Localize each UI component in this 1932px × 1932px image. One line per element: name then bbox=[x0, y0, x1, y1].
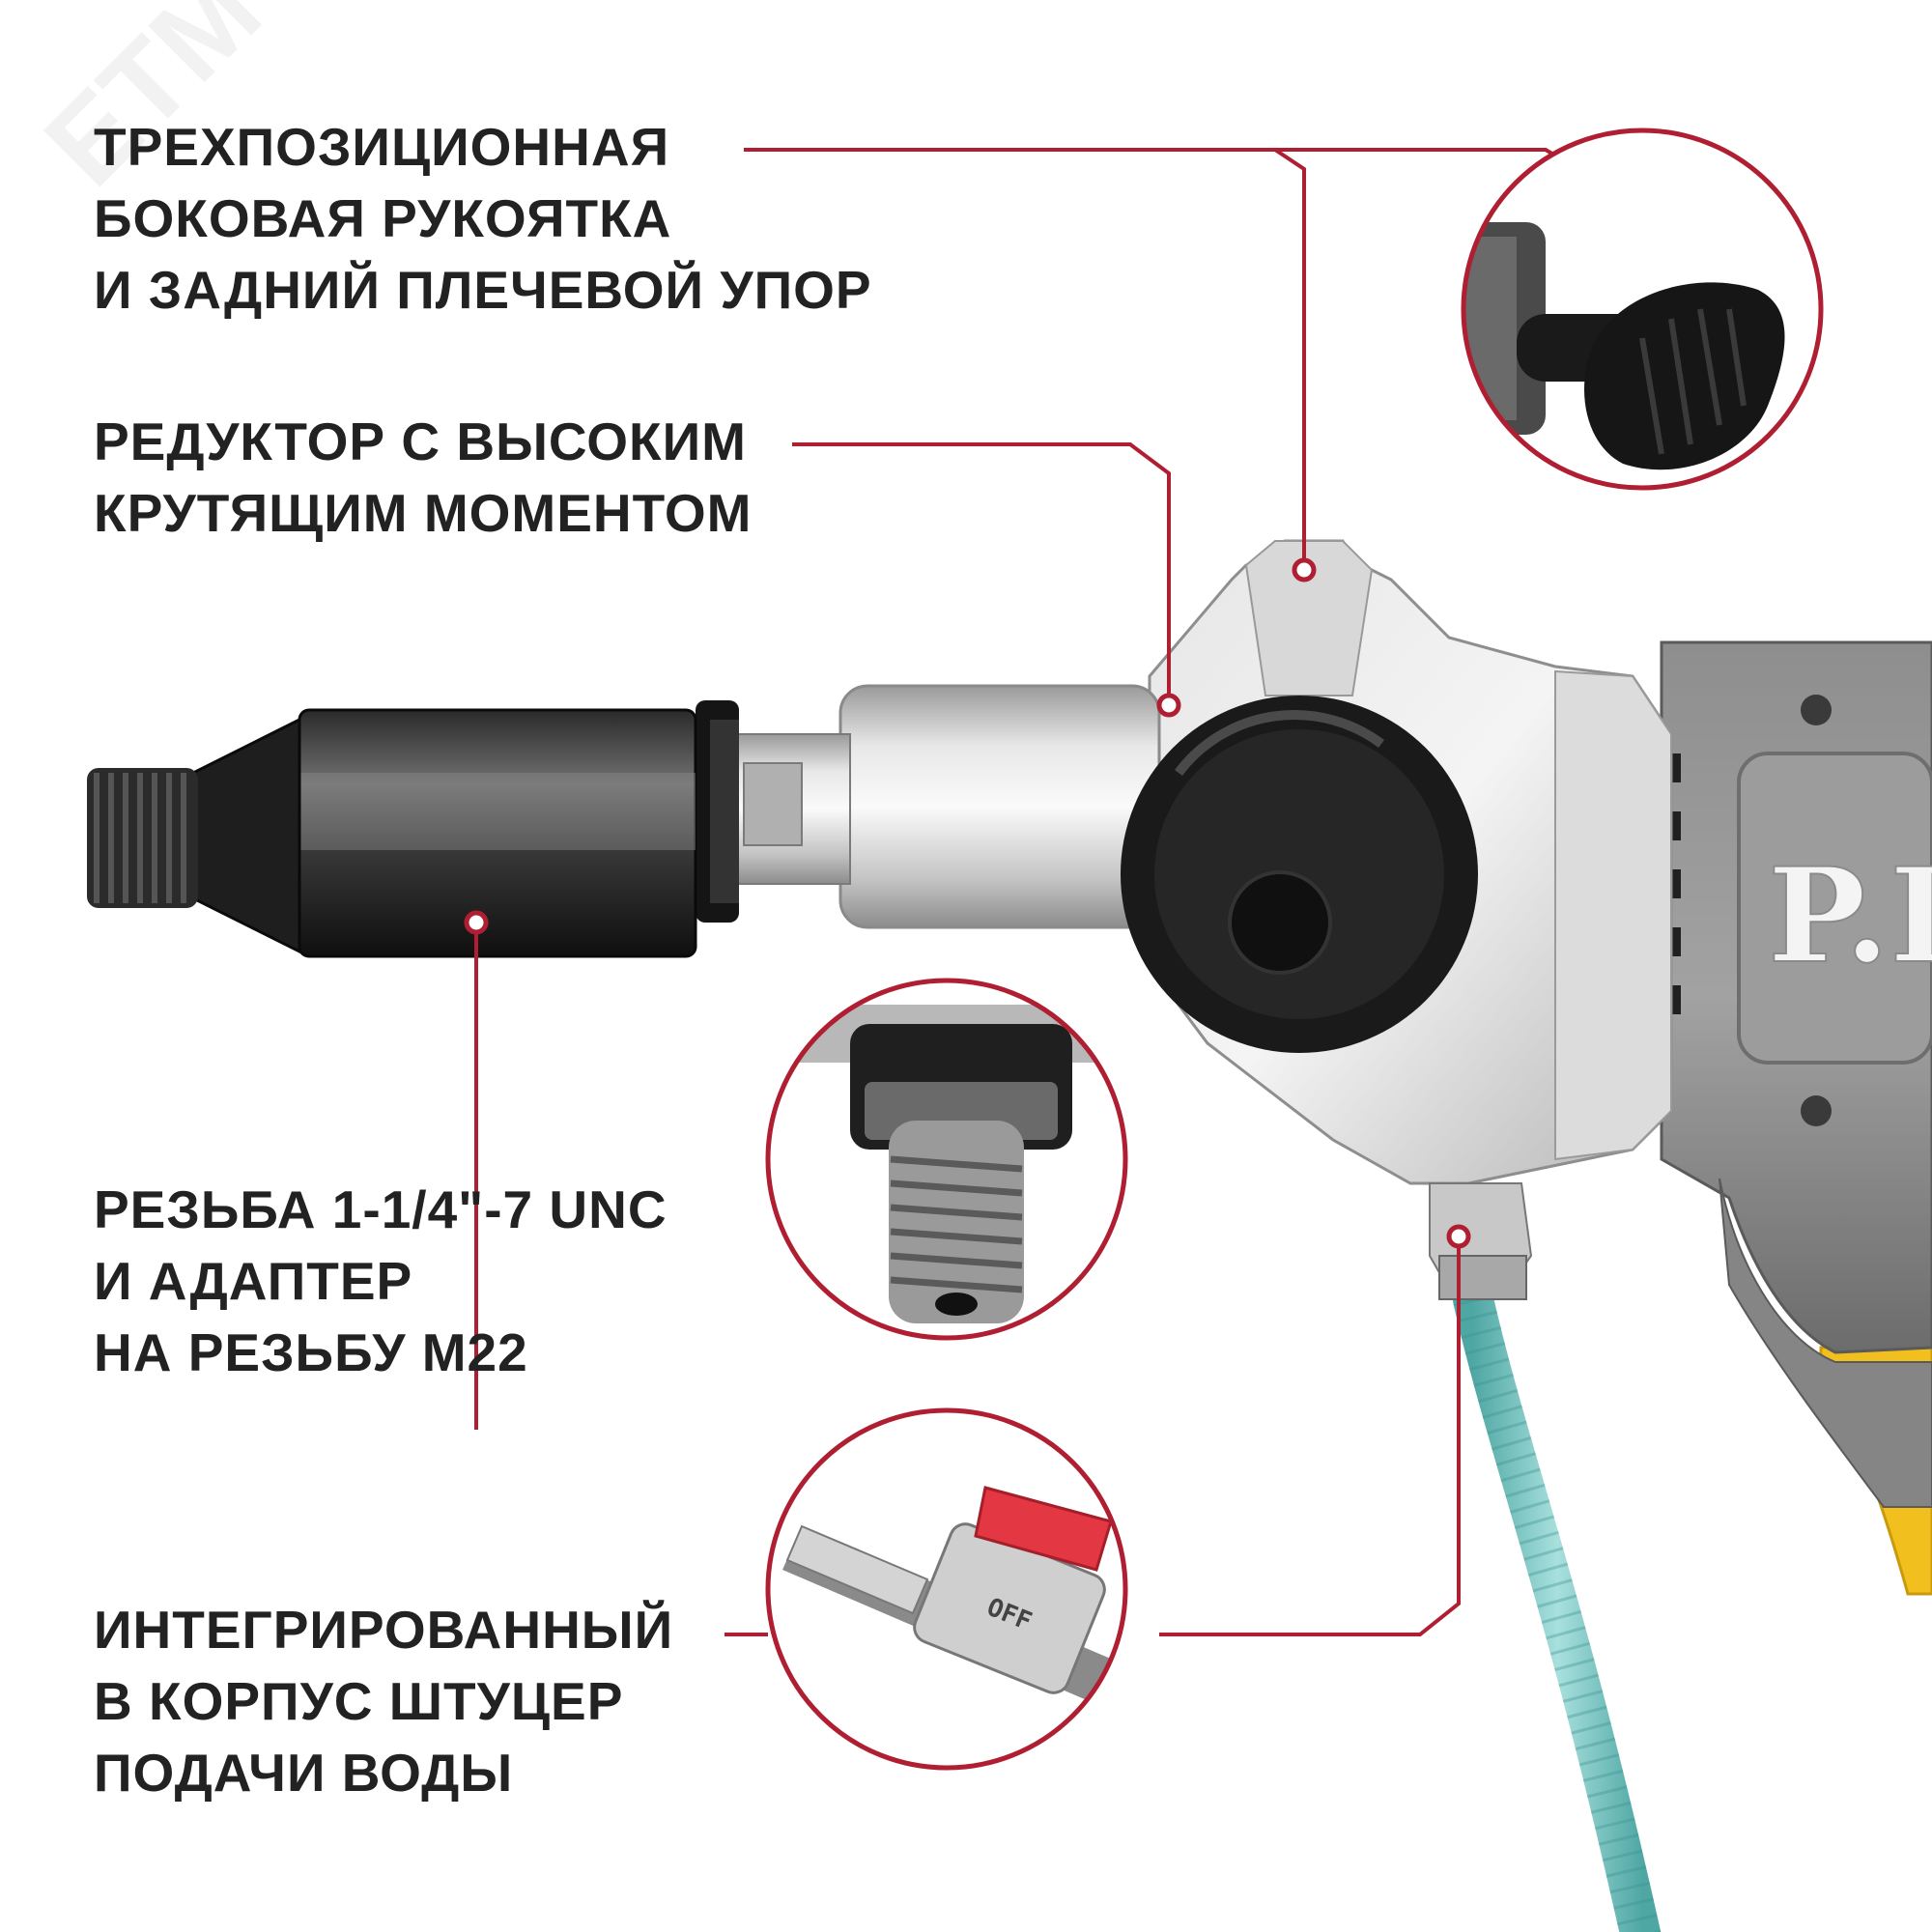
marker-thread bbox=[464, 910, 489, 935]
callout-thread-line1: РЕЗЬБА 1-1/4"-7 UNC bbox=[94, 1179, 668, 1239]
callout-side-handle-line2: БОКОВАЯ РУКОЯТКА bbox=[94, 188, 672, 248]
spindle-barrel bbox=[838, 684, 1161, 929]
callout-side-handle-line1: ТРЕХПОЗИЦИОННАЯ bbox=[94, 117, 670, 177]
brand-logo: P.I bbox=[1768, 838, 1932, 992]
water-hose bbox=[1453, 1279, 1662, 1932]
marker-gearbox bbox=[1156, 693, 1181, 718]
core-drill-motor: P.I bbox=[87, 539, 1932, 1932]
leader-gearbox bbox=[792, 442, 1171, 705]
callout-side-handle-line3: И ЗАДНИЙ ПЛЕЧЕВОЙ УПОР bbox=[94, 260, 872, 320]
callout-thread-line2: И АДАПТЕР bbox=[94, 1251, 413, 1311]
callout-water: ИНТЕГРИРОВАННЫЙ В КОРПУС ШТУЦЕР ПОДАЧИ В… bbox=[94, 1594, 673, 1808]
detail-circle-side-handle bbox=[1461, 128, 1824, 491]
callout-gearbox-line2: КРУТЯЩИМ МОМЕНТОМ bbox=[94, 483, 753, 543]
callout-gearbox: РЕДУКТОР С ВЫСОКИМ КРУТЯЩИМ МОМЕНТОМ bbox=[94, 406, 752, 549]
callout-water-line1: ИНТЕГРИРОВАННЫЙ bbox=[94, 1600, 674, 1660]
detail-circle-thread bbox=[765, 978, 1128, 1341]
callout-markers bbox=[464, 557, 1471, 1249]
handle-mount-cap bbox=[1121, 696, 1478, 1053]
marker-water bbox=[1446, 1224, 1471, 1249]
leader-water bbox=[724, 1236, 1461, 1636]
detail-circle-water-valve: OFF bbox=[765, 1407, 1128, 1771]
callout-thread: РЕЗЬБА 1-1/4"-7 UNC И АДАПТЕР НА РЕЗЬБУ … bbox=[94, 1174, 668, 1388]
callout-thread-line3: НА РЕЗЬБУ М22 bbox=[94, 1322, 528, 1382]
callout-gearbox-line1: РЕДУКТОР С ВЫСОКИМ bbox=[94, 412, 747, 471]
marker-side-handle bbox=[1292, 557, 1317, 582]
callout-side-handle: ТРЕХПОЗИЦИОННАЯ БОКОВАЯ РУКОЯТКА И ЗАДНИ… bbox=[94, 111, 872, 326]
callout-water-line2: В КОРПУС ШТУЦЕР bbox=[94, 1671, 624, 1731]
callout-water-line3: ПОДАЧИ ВОДЫ bbox=[94, 1743, 514, 1803]
